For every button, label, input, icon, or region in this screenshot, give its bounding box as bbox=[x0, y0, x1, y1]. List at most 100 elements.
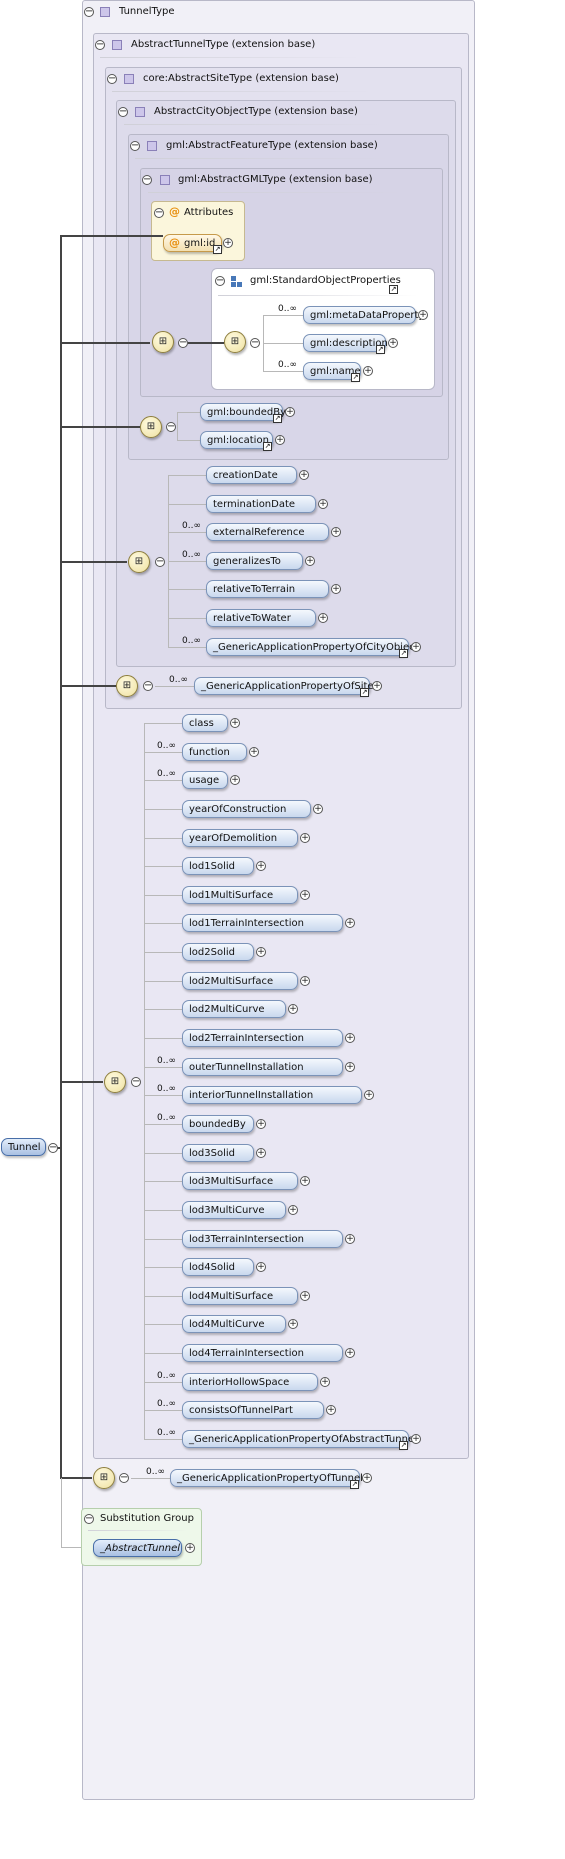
lod3multicurve-element[interactable]: lod3MultiCurve bbox=[182, 1200, 286, 1219]
abstract-gml-type-collapse-button[interactable]: − bbox=[142, 174, 152, 185]
boundedby-element[interactable]: boundedBy bbox=[182, 1114, 254, 1133]
class-element[interactable]: class bbox=[182, 714, 228, 732]
consistsoftunnelpart-expand-button[interactable]: + bbox=[326, 1405, 336, 1416]
lod1terrainintersection-element[interactable]: lod1TerrainIntersection bbox=[182, 914, 343, 933]
lod2terrainintersection-element[interactable]: lod2TerrainIntersection bbox=[182, 1029, 343, 1048]
sequence-collapse-button[interactable]: − bbox=[143, 680, 153, 691]
gml-name-element[interactable]: gml:name bbox=[303, 362, 361, 380]
consistsoftunnelpart-element[interactable]: consistsOfTunnelPart bbox=[182, 1401, 324, 1420]
lod4multisurface-element[interactable]: lod4MultiSurface bbox=[182, 1286, 298, 1305]
sequence-collapse-button[interactable]: − bbox=[166, 421, 176, 432]
sequence-collapse-button[interactable]: − bbox=[119, 1472, 129, 1483]
interiortunnelinstallation-expand-button[interactable]: + bbox=[364, 1090, 374, 1101]
gml-boundedby-element[interactable]: gml:boundedBy bbox=[200, 403, 286, 421]
lod2multicurve-element[interactable]: lod2MultiCurve bbox=[182, 1000, 286, 1019]
yearofconstruction-element[interactable]: yearOfConstruction bbox=[182, 799, 311, 818]
substitution-group-collapse-button[interactable]: − bbox=[84, 1513, 94, 1524]
function-expand-button[interactable]: + bbox=[249, 746, 259, 757]
gml-boundedby-expand-button[interactable]: + bbox=[285, 407, 295, 417]
function-element[interactable]: function bbox=[182, 742, 247, 761]
lod4solid-element[interactable]: lod4Solid bbox=[182, 1258, 254, 1277]
lod2multisurface-element[interactable]: lod2MultiSurface bbox=[182, 971, 298, 990]
externalreference-element[interactable]: externalReference bbox=[206, 523, 329, 542]
gml-description-expand-button[interactable]: + bbox=[388, 338, 398, 348]
creationdate-expand-button[interactable]: + bbox=[299, 470, 309, 480]
genericapplicationpropertyoftunnel-element[interactable]: _GenericApplicationPropertyOfTunnel bbox=[170, 1469, 363, 1487]
usage-expand-button[interactable]: + bbox=[230, 775, 240, 786]
lod3multisurface-element[interactable]: lod3MultiSurface bbox=[182, 1172, 298, 1191]
generalizesto-expand-button[interactable]: + bbox=[305, 555, 315, 566]
abstract-tunnel-element[interactable]: _AbstractTunnel bbox=[93, 1539, 182, 1557]
lod3multicurve-expand-button[interactable]: + bbox=[288, 1204, 298, 1215]
terminationdate-expand-button[interactable]: + bbox=[318, 498, 328, 509]
creationdate-element[interactable]: creationDate bbox=[206, 466, 297, 484]
lod4multisurface-expand-button[interactable]: + bbox=[300, 1290, 310, 1301]
standard-object-properties-collapse-button[interactable]: − bbox=[215, 275, 225, 286]
relativetowater-element[interactable]: relativeToWater bbox=[206, 609, 316, 627]
outertunnelinstallation-element[interactable]: outerTunnelInstallation bbox=[182, 1057, 343, 1076]
lod4multicurve-expand-button[interactable]: + bbox=[288, 1319, 298, 1330]
genericapplicationpropertyofabstracttunnel-expand-button[interactable]: + bbox=[411, 1434, 421, 1444]
abstract-site-type-collapse-button[interactable]: − bbox=[107, 73, 117, 84]
genericapplicationpropertyofsite-expand-button[interactable]: + bbox=[372, 681, 382, 691]
abstract-tunnel-type-collapse-button[interactable]: − bbox=[95, 39, 105, 50]
lod4terrainintersection-expand-button[interactable]: + bbox=[345, 1348, 355, 1359]
gml-id-attribute[interactable]: @ gml:id bbox=[163, 234, 222, 252]
genericapplicationpropertyofcityobject-element[interactable]: _GenericApplicationPropertyOfCityObject bbox=[206, 637, 419, 656]
generalizesto-element[interactable]: generalizesTo bbox=[206, 551, 303, 570]
lod3terrainintersection-element[interactable]: lod3TerrainIntersection bbox=[182, 1229, 343, 1248]
tunnel-root-collapse-button[interactable]: − bbox=[48, 1142, 58, 1153]
gml-location-element[interactable]: gml:location bbox=[200, 431, 273, 449]
abstract-feature-type-collapse-button[interactable]: − bbox=[130, 140, 140, 151]
lod1solid-element[interactable]: lod1Solid bbox=[182, 857, 254, 876]
lod3solid-expand-button[interactable]: + bbox=[256, 1147, 266, 1158]
lod2terrainintersection-expand-button[interactable]: + bbox=[345, 1033, 355, 1044]
relativetoterrain-element[interactable]: relativeToTerrain bbox=[206, 580, 329, 599]
interiortunnelinstallation-element[interactable]: interiorTunnelInstallation bbox=[182, 1086, 362, 1105]
lod2solid-element[interactable]: lod2Solid bbox=[182, 943, 254, 962]
lod1terrainintersection-expand-button[interactable]: + bbox=[345, 918, 355, 929]
relativetoterrain-expand-button[interactable]: + bbox=[331, 584, 341, 595]
lod1multisurface-expand-button[interactable]: + bbox=[300, 889, 310, 900]
boundedby-expand-button[interactable]: + bbox=[256, 1118, 266, 1129]
lod1solid-expand-button[interactable]: + bbox=[256, 861, 266, 872]
attributes-collapse-button[interactable]: − bbox=[154, 207, 164, 218]
gml-name-expand-button[interactable]: + bbox=[363, 366, 373, 376]
tunnel-type-collapse-button[interactable]: − bbox=[84, 6, 94, 17]
abstract-city-object-type-collapse-button[interactable]: − bbox=[118, 106, 128, 117]
gml-metadataproperty-element[interactable]: gml:metaDataProperty bbox=[303, 306, 424, 324]
lod2multisurface-expand-button[interactable]: + bbox=[300, 975, 310, 986]
lod3multisurface-expand-button[interactable]: + bbox=[300, 1176, 310, 1187]
gml-location-expand-button[interactable]: + bbox=[275, 435, 285, 445]
class-expand-button[interactable]: + bbox=[230, 718, 240, 728]
interiorhollowspace-expand-button[interactable]: + bbox=[320, 1376, 330, 1387]
lod2solid-expand-button[interactable]: + bbox=[256, 947, 266, 958]
lod3solid-element[interactable]: lod3Solid bbox=[182, 1143, 254, 1162]
abstract-tunnel-expand-button[interactable]: + bbox=[185, 1543, 195, 1553]
lod3terrainintersection-expand-button[interactable]: + bbox=[345, 1233, 355, 1244]
lod2multicurve-expand-button[interactable]: + bbox=[288, 1004, 298, 1015]
interiorhollowspace-element[interactable]: interiorHollowSpace bbox=[182, 1372, 318, 1391]
yearofdemolition-element[interactable]: yearOfDemolition bbox=[182, 828, 298, 847]
genericapplicationpropertyoftunnel-expand-button[interactable]: + bbox=[362, 1473, 372, 1483]
yearofconstruction-expand-button[interactable]: + bbox=[313, 803, 323, 814]
lod4multicurve-element[interactable]: lod4MultiCurve bbox=[182, 1315, 286, 1334]
sequence-collapse-button[interactable]: − bbox=[155, 556, 165, 567]
gml-description-element[interactable]: gml:description bbox=[303, 334, 388, 352]
lod1multisurface-element[interactable]: lod1MultiSurface bbox=[182, 885, 298, 904]
gml-id-expand-button[interactable]: + bbox=[223, 238, 233, 248]
terminationdate-element[interactable]: terminationDate bbox=[206, 494, 316, 513]
outertunnelinstallation-expand-button[interactable]: + bbox=[345, 1061, 355, 1072]
relativetowater-expand-button[interactable]: + bbox=[318, 613, 328, 623]
sequence-collapse-button[interactable]: − bbox=[131, 1076, 141, 1087]
lod4terrainintersection-element[interactable]: lod4TerrainIntersection bbox=[182, 1344, 343, 1363]
gml-metadataproperty-expand-button[interactable]: + bbox=[418, 310, 428, 320]
lod4solid-expand-button[interactable]: + bbox=[256, 1262, 266, 1273]
externalreference-expand-button[interactable]: + bbox=[331, 527, 341, 538]
sequence-collapse-button[interactable]: − bbox=[178, 337, 188, 348]
usage-element[interactable]: usage bbox=[182, 771, 228, 790]
yearofdemolition-expand-button[interactable]: + bbox=[300, 832, 310, 843]
sequence-collapse-button[interactable]: − bbox=[250, 337, 260, 348]
tunnel-root-element[interactable]: Tunnel bbox=[1, 1138, 46, 1156]
genericapplicationpropertyofabstracttunnel-element[interactable]: _GenericApplicationPropertyOfAbstractTun… bbox=[182, 1430, 417, 1448]
